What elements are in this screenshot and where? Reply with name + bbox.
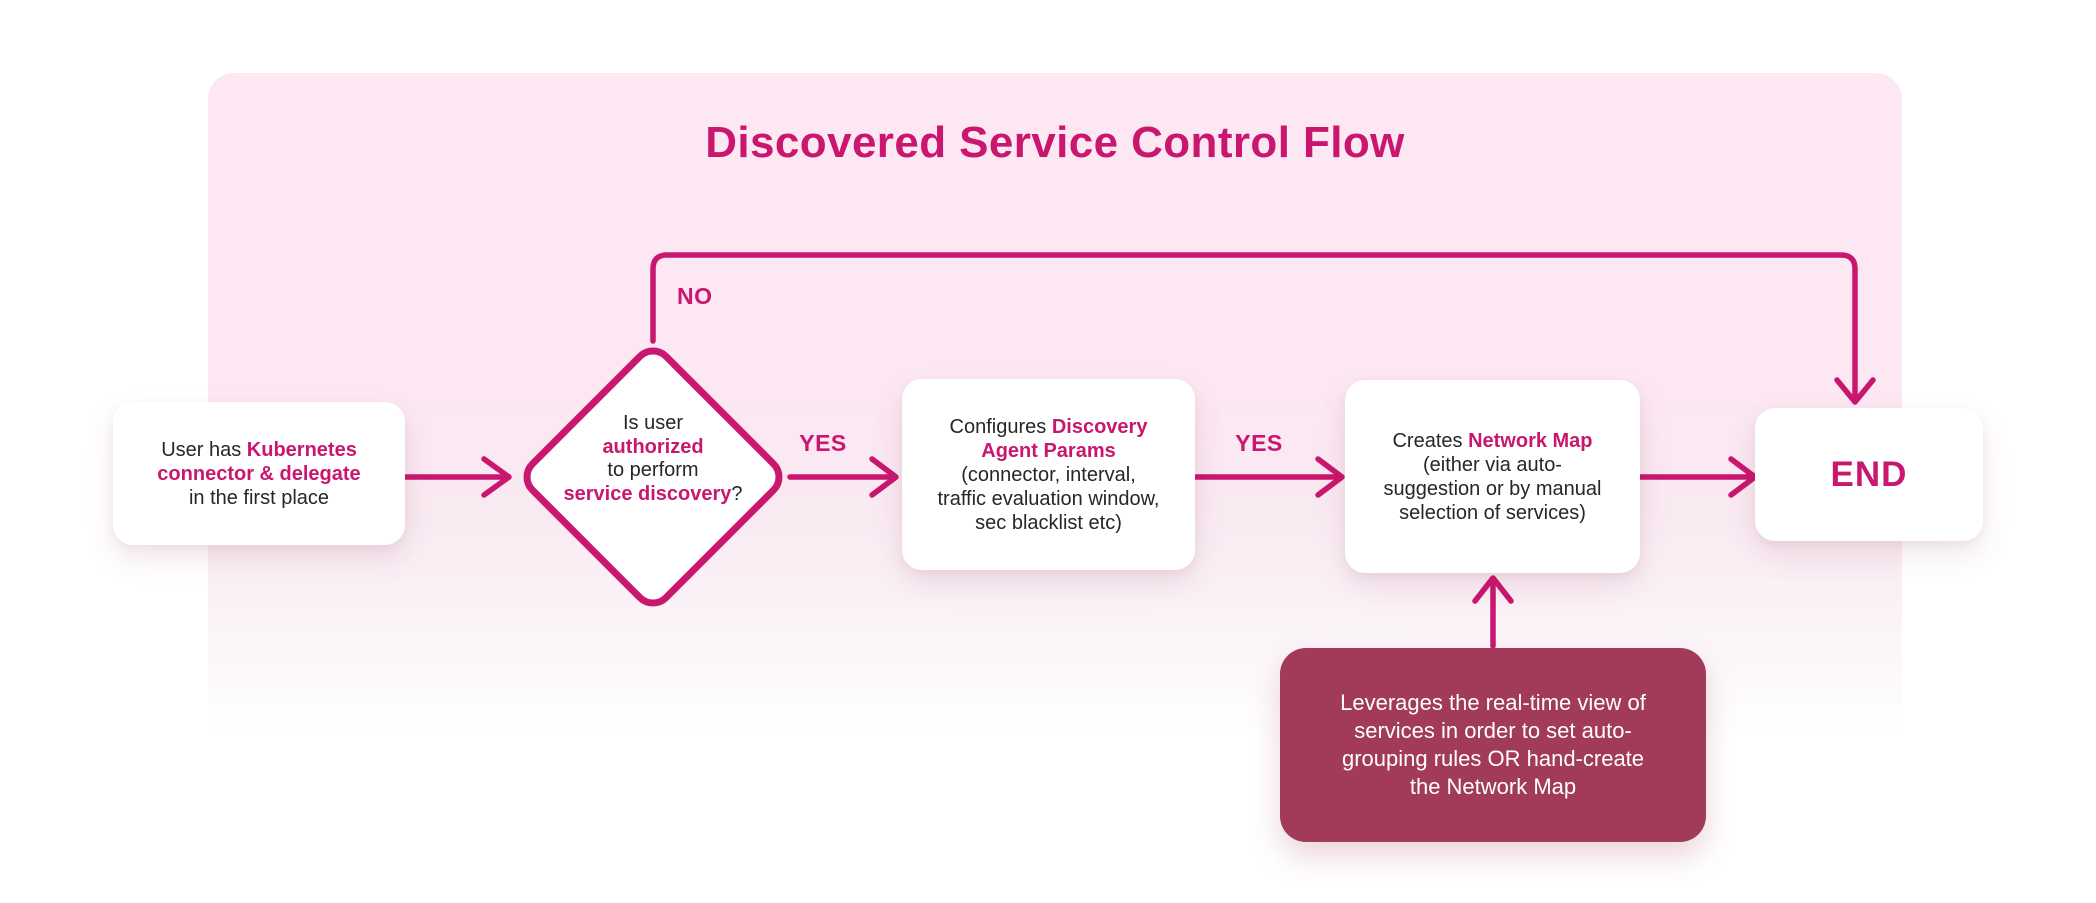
edge-label-yes-configure: YES: [1235, 430, 1283, 456]
note-line-4: the Network Map: [1409, 774, 1577, 800]
node-start-text: User has: [161, 438, 247, 461]
arrowhead-start-to-decision: [481, 456, 512, 498]
arrowhead-decision-to-configure: [869, 456, 899, 498]
create-line-1: Creates Network Map: [1392, 429, 1592, 453]
decision-line-2: authorized: [602, 435, 704, 458]
edge-label-yes-decision: YES: [799, 430, 847, 456]
decision-line-3: to perform: [607, 459, 699, 482]
create-line-3: suggestion or by manual: [1383, 477, 1602, 500]
diagram-title: Discovered Service Control Flow: [705, 118, 1405, 167]
decision-question-mark: ?: [731, 482, 743, 505]
node-decision-authorized: Is user authorized to perform service di…: [543, 412, 763, 506]
node-start-line-3: in the first place: [188, 486, 330, 509]
configure-line-2: Agent Params: [981, 439, 1116, 462]
end-label: END: [1830, 454, 1908, 494]
arrowhead-no-to-end: [1834, 377, 1876, 405]
node-create-network-map: Creates Network Map (either via auto- su…: [1345, 380, 1640, 573]
node-start-highlight: Kubernetes: [246, 438, 357, 461]
node-start-line-1: User has Kubernetes: [161, 438, 357, 462]
create-highlight: Network Map: [1468, 429, 1593, 452]
configure-highlight-1: Discovery: [1051, 415, 1148, 438]
note-line-2: services in order to set auto-: [1354, 717, 1632, 743]
create-line-4: selection of services): [1399, 501, 1586, 524]
node-start-prerequisite: User has Kubernetes connector & delegate…: [113, 402, 405, 545]
decision-line-4: service discovery?: [543, 483, 763, 507]
note-line-1: Leverages the real-time view of: [1340, 689, 1646, 715]
decision-line-1: Is user: [622, 412, 684, 434]
arrowhead-note-to-create: [1472, 575, 1514, 604]
arrowhead-configure-to-create: [1315, 456, 1345, 498]
create-text: Creates: [1392, 429, 1469, 452]
node-start-line-2: connector & delegate: [157, 462, 361, 485]
configure-text: Configures: [949, 415, 1052, 438]
arrow-no-to-end: [650, 252, 1858, 400]
node-configure-discovery-params: Configures Discovery Agent Params (conne…: [902, 379, 1195, 570]
note-line-3: grouping rules OR hand-create: [1341, 746, 1645, 771]
configure-line-3: (connector, interval,: [961, 463, 1136, 486]
node-end: END: [1755, 408, 1983, 541]
configure-line-4: traffic evaluation window,: [937, 487, 1160, 510]
decision-highlight: service discovery: [563, 482, 732, 505]
edge-label-no: NO: [677, 283, 713, 309]
configure-line-1: Configures Discovery: [950, 415, 1148, 439]
note-leverages-realtime-view: Leverages the real-time view of services…: [1280, 648, 1706, 842]
configure-line-5: sec blacklist etc): [975, 511, 1122, 534]
create-line-2: (either via auto-: [1423, 453, 1562, 476]
